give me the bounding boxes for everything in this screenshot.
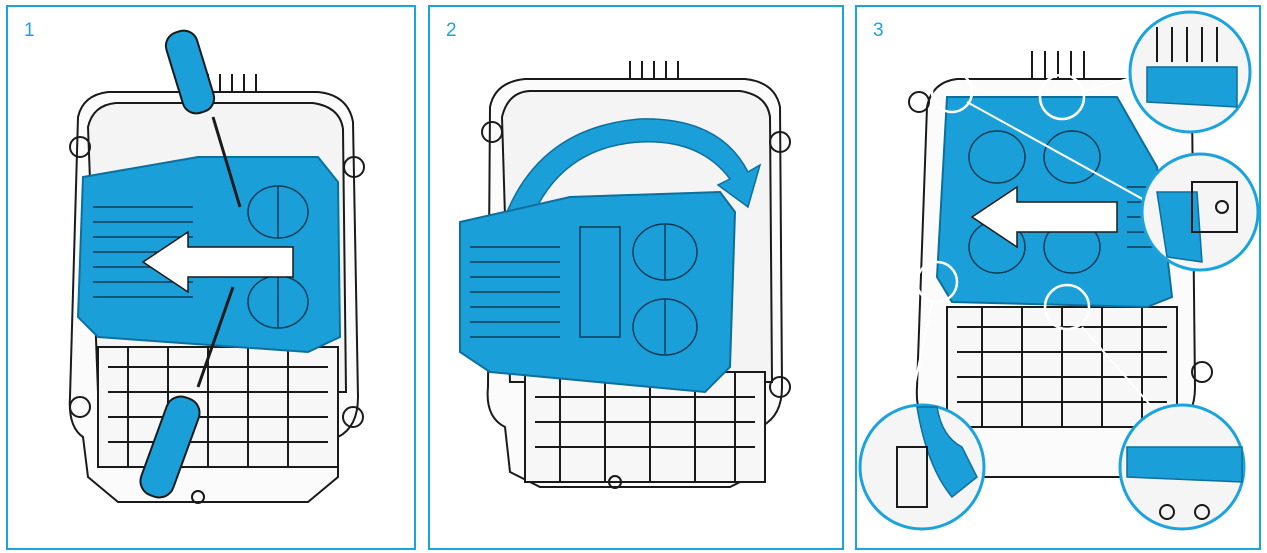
step-panel-2: 2 — [428, 5, 844, 550]
step-3-illustration — [858, 10, 1259, 531]
step-panel-3: 3 — [855, 5, 1261, 550]
slide-left-arrow — [970, 185, 1118, 249]
detail-callout-bottom-left — [858, 403, 986, 531]
step-1-illustration — [68, 29, 365, 504]
splice-tray — [459, 190, 737, 394]
latch-marker-bottom — [1043, 283, 1091, 331]
step-number-1: 1 — [24, 20, 35, 41]
screwdriver-top-icon — [164, 29, 242, 208]
screwdriver-bottom-icon — [139, 286, 235, 499]
rotate-arrow-icon — [503, 118, 762, 223]
step-number-2: 2 — [446, 20, 457, 41]
detail-callout-bottom-right — [1118, 403, 1246, 531]
latch-marker-top-left — [930, 70, 974, 114]
detail-callout-top-right — [1128, 10, 1252, 134]
step-number-3: 3 — [873, 20, 884, 41]
slide-left-arrow — [141, 230, 294, 294]
latch-marker-top — [1038, 73, 1086, 121]
detail-callout-right — [1140, 152, 1259, 272]
latch-marker-left — [915, 260, 959, 304]
step-2-illustration — [459, 61, 791, 489]
step-panel-1: 1 — [6, 5, 416, 550]
